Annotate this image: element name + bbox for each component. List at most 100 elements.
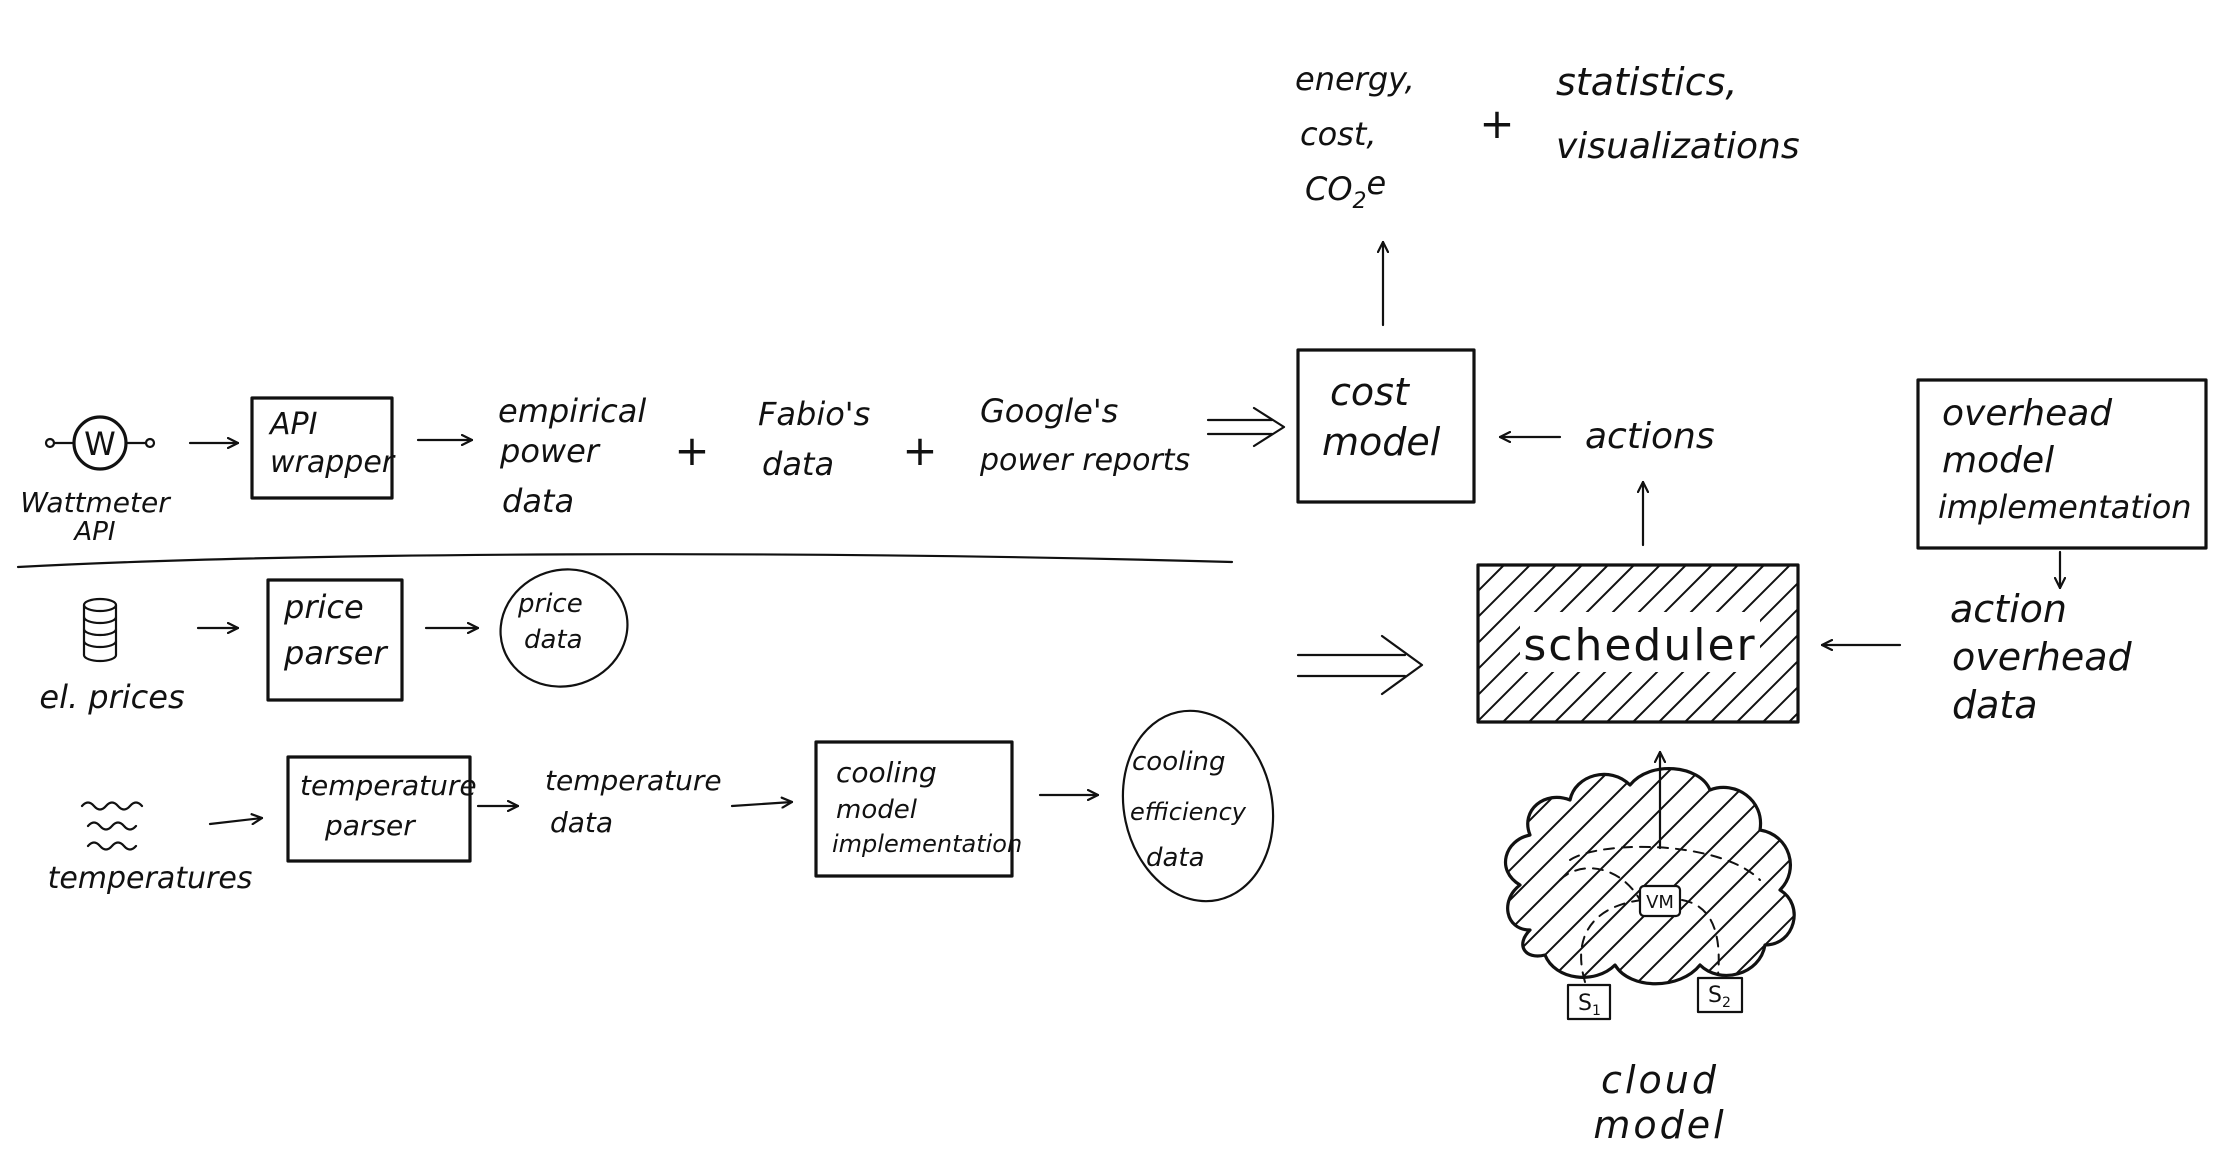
cooling-efficiency-line2: efficiency [1130,798,1247,826]
cloud-hatch-line [1779,768,1795,984]
temperature-waves-icon [80,801,144,851]
action-overhead-line1: action [1950,587,2067,631]
outputs-co2e: CO2e [1305,164,1386,214]
cooling-efficiency-line3: data [1146,843,1205,873]
price-parser-box [266,578,404,702]
cloud-hatch-line [1629,768,1795,984]
s2-node-label: S2 [1708,983,1731,1011]
googles-line1: Google's [980,392,1118,430]
api-wrapper-box [250,396,394,500]
scheduler-hatch-line [1478,565,1583,671]
price-data-line2: data [524,625,583,655]
overhead-model-box [1916,378,2208,550]
cloud-hatch-line [1599,768,1795,984]
cloud-model-line1: cloud [1601,1058,1719,1102]
price-data-line1: price [517,589,583,619]
temperature-parser-line1: temperature [300,769,477,802]
arrow-temp-data-to-cooling [730,802,792,806]
arrow-temps-to-parser [208,818,262,824]
empirical-line1: empirical [498,392,646,430]
cloud-outline [1503,766,1796,986]
cloud-hatch-line [1270,765,1495,990]
temperature-data-line2: data [550,806,613,839]
empirical-line2: power [499,432,601,470]
temperature-parser-line2: parser [324,809,416,842]
statistics-line2: visualizations [1556,126,1800,167]
outputs-energy: energy, [1295,60,1415,98]
cloud-hatch-line [1719,768,1795,984]
scheduler-hatch-line [1788,711,1798,722]
s1-node-box [1566,983,1612,1021]
cooling-model-box [814,740,1014,878]
double-arrow-to-scheduler [1296,634,1424,696]
scheduler-box [1476,563,1800,724]
el-prices-label: el. prices [39,678,184,716]
cost-model-line2: model [1322,420,1441,464]
outputs-cost: cost, [1300,115,1377,153]
cooling-model-line1: cooling [836,756,937,789]
vm-node-label: VM [1646,892,1674,913]
cooling-efficiency-ellipse [1121,709,1275,903]
double-arrow-to-cost-model [1206,406,1286,448]
price-parser-line1: price [283,588,364,626]
temperatures-label: temperatures [48,861,253,896]
s2-node-box [1696,976,1744,1014]
statistics-line1: statistics, [1556,60,1737,104]
temperature-parser-box [286,755,472,863]
price-parser-line2: parser [283,634,388,672]
scheduler-hatch-line [1710,633,1798,722]
cloud-link-vm-s2 [1681,899,1720,976]
fabios-line2: data [762,445,834,483]
googles-line2: power reports [979,443,1190,478]
scheduler-label: scheduler [1523,620,1756,671]
cloud-hatch-line [1505,768,1586,984]
cost-model-box [1296,348,1476,504]
wattmeter-icon: W [44,415,156,471]
cooling-model-line3: implementation [832,830,1022,858]
wattmeter-api-label: API [72,517,115,547]
cloud-hatch-line [1509,768,1736,984]
cooling-model-line2: model [836,795,918,825]
cost-model-line1: cost [1330,370,1411,414]
scheduler-hatch-line [1478,565,1479,567]
overhead-line1: overhead [1942,393,2113,434]
price-data-ellipse [499,568,629,688]
cloud-hatch-line [1505,768,1706,984]
cloud-link-outer [1569,845,1761,881]
cloud-link-vm-s1 [1580,899,1643,983]
wattmeter-symbol: W [84,425,116,463]
scheduler-hatch-line [1736,659,1798,722]
plus-sign-3: + [1479,99,1514,148]
temperature-data-line1: temperature [545,764,722,797]
action-overhead-line3: data [1952,683,2038,727]
cloud-hatching [1270,765,1795,990]
cloud-hatch-line [1505,768,1556,984]
cloud-hatch-line [1749,768,1795,984]
overhead-line2: model [1942,440,2054,481]
fabios-line1: Fabio's [758,395,870,433]
scheduler-hatch-line [1762,685,1798,722]
cooling-efficiency-line1: cooling [1132,747,1226,777]
cloud-hatch-line [1505,768,1526,984]
action-overhead-line2: overhead [1952,635,2132,679]
scheduler-hatch-line [1478,565,1531,619]
plus-sign-1: + [674,426,709,475]
cloud-model-line2: model [1593,1103,1726,1147]
actions-label: actions [1585,416,1715,457]
wattmeter-label: Wattmeter [20,486,171,519]
cloud-hatch-line [1505,768,1646,984]
empirical-line3: data [502,482,574,520]
cloud-hatch-line [1505,768,1616,984]
plus-sign-2: + [902,426,937,475]
api-wrapper-line1: API [268,407,318,442]
database-icon [82,597,118,663]
cloud-hatch-line [1659,768,1795,984]
s1-node-label: S1 [1578,991,1601,1019]
cloud-hatch-line [1539,768,1766,984]
api-wrapper-line2: wrapper [270,445,396,480]
scheduler-hatch-line [1478,565,1505,593]
scheduler-hatch-line [1478,565,1557,645]
overhead-line3: implementation [1938,488,2192,526]
cloud-hatch-line [1689,768,1795,984]
